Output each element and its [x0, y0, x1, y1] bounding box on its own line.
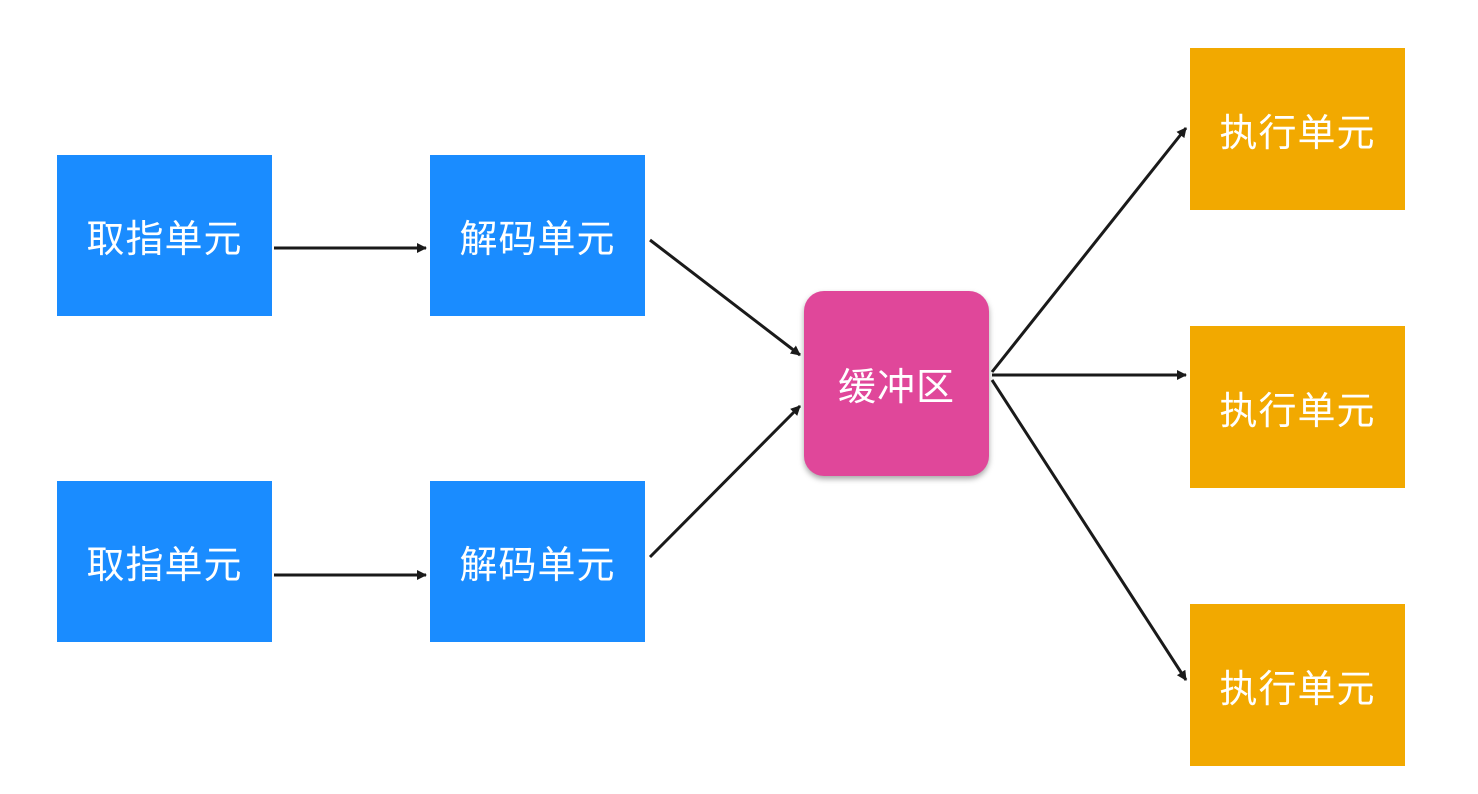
fetch-unit-2: 取指单元	[57, 481, 272, 642]
fetch-unit-1-label: 取指单元	[86, 217, 243, 261]
arrow-buffer-to-exec1	[990, 127, 1188, 373]
execute-unit-2-label: 执行单元	[1219, 388, 1376, 433]
fetch-unit-1: 取指单元	[57, 155, 272, 316]
decode-unit-2-label: 解码单元	[459, 543, 616, 587]
execute-unit-3-label: 执行单元	[1219, 666, 1376, 711]
arrow-decode1-to-buffer	[649, 238, 801, 357]
buffer-label: 缓冲区	[837, 365, 955, 409]
decode-unit-2: 解码单元	[430, 481, 645, 642]
decode-unit-1-label: 解码单元	[459, 217, 616, 261]
execute-unit-1: 执行单元	[1190, 48, 1405, 210]
fetch-unit-2-label: 取指单元	[86, 543, 243, 587]
arrow-buffer-to-exec3	[990, 379, 1188, 681]
execute-unit-1-label: 执行单元	[1219, 110, 1376, 155]
execute-unit-3: 执行单元	[1190, 604, 1405, 766]
arrow-decode2-to-buffer	[648, 404, 802, 559]
buffer-node: 缓冲区	[804, 291, 989, 476]
decode-unit-1: 解码单元	[430, 155, 645, 316]
execute-unit-2: 执行单元	[1190, 326, 1405, 488]
